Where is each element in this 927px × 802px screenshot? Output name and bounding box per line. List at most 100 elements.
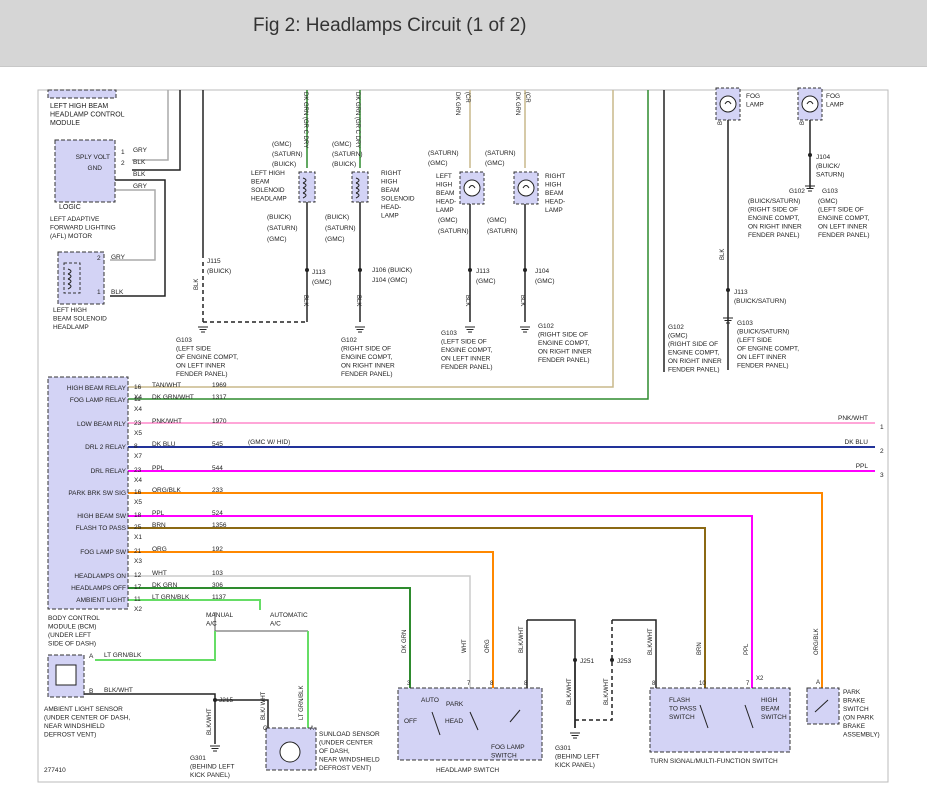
bcm-pin: 8 bbox=[134, 443, 138, 450]
g102-desc: FENDER PANEL) bbox=[748, 232, 800, 239]
sunload-label: NEAR WINDSHIELD bbox=[319, 757, 380, 764]
right-solenoid-coil bbox=[355, 187, 360, 194]
fog-lamp-label: FOG bbox=[746, 93, 760, 100]
park-brake-label: ASSEMBLY) bbox=[843, 732, 880, 739]
right-hb-label: HIGH bbox=[545, 182, 562, 189]
g103-bot-label: ON LEFT INNER bbox=[737, 354, 787, 361]
pin-label: A bbox=[89, 653, 94, 660]
hb-module-label: HEADLAMP CONTROL bbox=[50, 112, 125, 119]
j113-sub: (BUICK/SATURN) bbox=[734, 298, 786, 305]
bcm-wire-color: TAN/WHT bbox=[152, 382, 181, 389]
hb-module-label: LEFT HIGH BEAM bbox=[50, 103, 108, 110]
solenoid-label: LEFT HIGH bbox=[53, 307, 87, 314]
g102-desc: ENGINE COMPT, bbox=[748, 215, 799, 222]
wire-dkgrnwht-1317 bbox=[128, 90, 649, 400]
make-label-top: (SATURN) bbox=[332, 151, 363, 158]
bcm-pin: 16 bbox=[134, 384, 142, 391]
g102-label: G102 bbox=[789, 188, 805, 195]
g102-bot-label: ENGINE COMPT, bbox=[668, 350, 719, 357]
switch-contact bbox=[699, 704, 709, 729]
pin-label: C bbox=[263, 726, 268, 732]
solenoid-wire: GRY bbox=[111, 254, 126, 261]
wire-gry-2 bbox=[110, 189, 156, 261]
manual-ac-label: MANUAL bbox=[206, 612, 233, 619]
j113-sub: (GMC) bbox=[312, 279, 332, 286]
wire-label: ORG/BLK bbox=[814, 628, 820, 655]
manual-ac-label: A/C bbox=[206, 621, 217, 628]
bcm-connector: X5 bbox=[134, 499, 142, 506]
left-hb-label: HIGH bbox=[436, 182, 453, 189]
left-solenoid-coil bbox=[302, 177, 307, 184]
wire-blkwht-sun bbox=[215, 699, 269, 728]
blk-label: BLK bbox=[464, 295, 470, 306]
blk-label: BLK bbox=[194, 279, 200, 290]
bcm-circuit: 544 bbox=[212, 465, 223, 472]
g103-desc: (LEFT SIDE OF bbox=[818, 207, 864, 214]
right-solenoid-label: BEAM bbox=[381, 187, 399, 194]
afl-wire: GRY bbox=[133, 147, 148, 154]
bcm-circuit: 192 bbox=[212, 546, 223, 553]
flash-to-pass-label: TO PASS bbox=[669, 706, 697, 713]
bcm-circuit: 1970 bbox=[212, 418, 227, 425]
bcm-circuit: 103 bbox=[212, 570, 223, 577]
bcm-wire-color: DK BLU bbox=[152, 441, 176, 448]
bcm-wire-color: DK GRN bbox=[152, 582, 178, 589]
g103-left-label: G103 bbox=[176, 337, 192, 344]
make-label-bottom: (SATURN) bbox=[438, 228, 469, 235]
flash-to-pass-label: SWITCH bbox=[669, 714, 695, 721]
bcm-connector: X4 bbox=[134, 477, 142, 484]
g102-label: (RIGHT SIDE OF bbox=[538, 332, 588, 339]
j113-label: J113 bbox=[312, 269, 326, 276]
g103-label: FENDER PANEL) bbox=[441, 364, 493, 371]
j113-label: J113 bbox=[476, 268, 490, 275]
afl-motor-label: FORWARD LIGHTING bbox=[50, 225, 116, 232]
g103-left-label: (LEFT SIDE bbox=[176, 346, 212, 353]
logic-label: LOGIC bbox=[59, 204, 81, 211]
bcm-label: SIDE OF DASH) bbox=[48, 641, 96, 648]
gmc-hid-label: (GMC W/ HID) bbox=[248, 439, 290, 446]
bcm-wire-color: WHT bbox=[152, 570, 167, 577]
high-beam-switch-label: BEAM bbox=[761, 706, 779, 713]
park-brake-switch-box bbox=[806, 687, 840, 725]
wire-blkwht-amb bbox=[84, 693, 216, 744]
right-edge-num: 2 bbox=[880, 448, 884, 455]
headlamp-switch-box bbox=[397, 687, 543, 761]
ambient-sensor-label: (UNDER CENTER OF DASH, bbox=[44, 715, 131, 722]
right-hb-headlamp bbox=[517, 179, 535, 197]
sunload-label: (UNDER CENTER bbox=[319, 740, 373, 747]
bcm-circuit: 1969 bbox=[212, 382, 227, 389]
right-solenoid-label: LAMP bbox=[381, 213, 399, 220]
left-solenoid-coil bbox=[302, 187, 307, 194]
make-label-bottom: (GMC) bbox=[325, 236, 345, 243]
solenoid-pin: 1 bbox=[97, 289, 101, 296]
sunload-label: DEFROST VENT) bbox=[319, 765, 371, 772]
wire-label: BLK/WHT bbox=[648, 628, 654, 655]
j106-label: J106 (BUICK) bbox=[372, 267, 412, 274]
diagram-frame bbox=[37, 89, 889, 783]
pin-label: A bbox=[816, 680, 820, 686]
fog-lamp-label: LAMP bbox=[826, 102, 844, 109]
pin-label: B bbox=[89, 688, 93, 695]
g102-desc: (BUICK/SATURN) bbox=[748, 198, 800, 205]
wire-label: BLK/ WHT bbox=[261, 691, 267, 720]
left-hb-headlamp bbox=[468, 185, 476, 189]
wire-brn-1356 bbox=[128, 527, 706, 690]
solenoid-coil bbox=[67, 268, 72, 275]
g301-left-label: KICK PANEL) bbox=[190, 772, 230, 779]
left-hb-label: LAMP bbox=[436, 207, 454, 214]
g102-label: G102 bbox=[341, 337, 357, 344]
bcm-connector: X2 bbox=[134, 606, 142, 613]
pin-label: 7 bbox=[467, 681, 471, 687]
afl-wire: BLK bbox=[133, 171, 146, 178]
left-solenoid-label: HEADLAMP bbox=[251, 196, 287, 203]
j253-label: J253 bbox=[617, 658, 631, 665]
bcm-pin: 18 bbox=[134, 512, 142, 519]
bcm-circuit: 306 bbox=[212, 582, 223, 589]
pin-label: A bbox=[310, 726, 314, 732]
afl-pin: 1 bbox=[121, 149, 125, 156]
wire-top-label: DK GRN bbox=[454, 92, 460, 115]
wire-label: PPL bbox=[744, 643, 750, 655]
bcm-wire-color: PPL bbox=[152, 510, 165, 517]
left-solenoid-label: BEAM bbox=[251, 179, 269, 186]
g103-label: ENGINE COMPT, bbox=[441, 347, 492, 354]
